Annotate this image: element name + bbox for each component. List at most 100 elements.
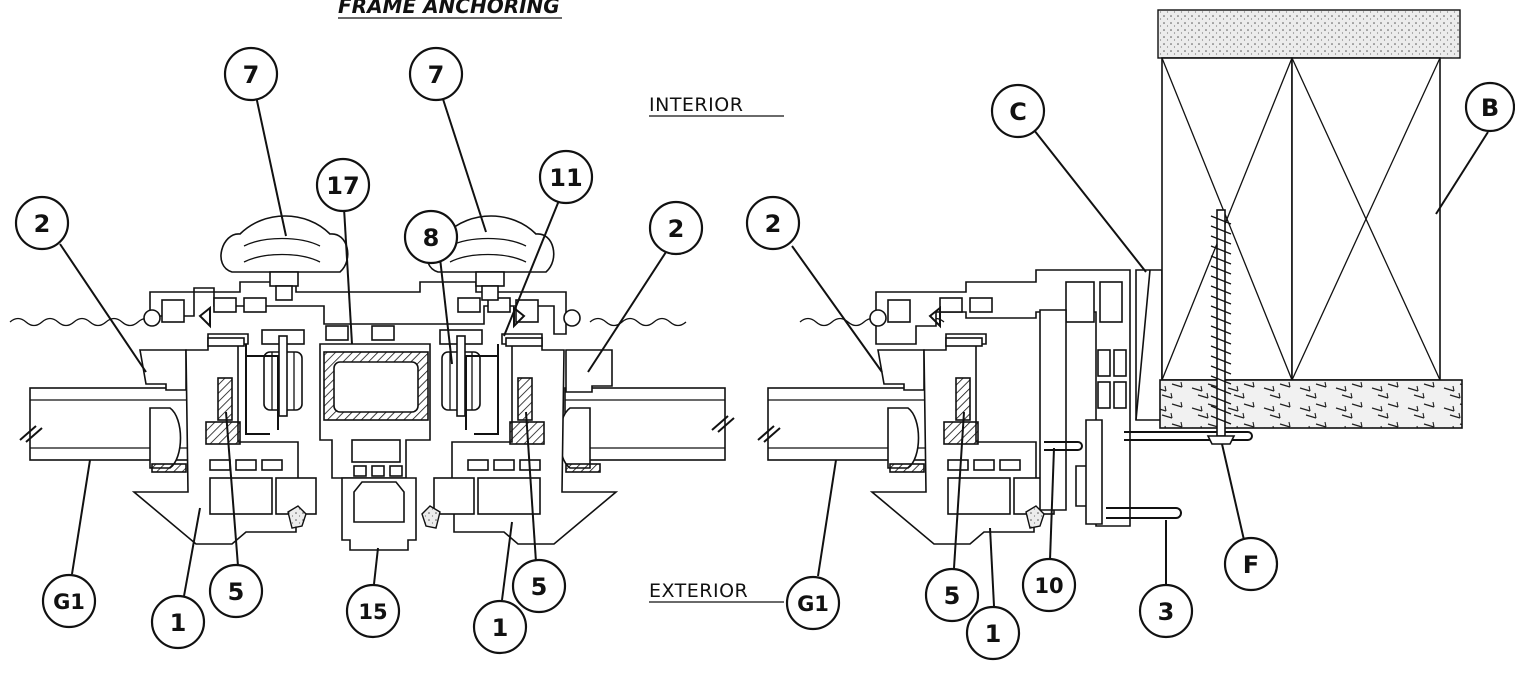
glass-right	[564, 387, 735, 461]
left-assembly	[9, 215, 735, 551]
interior-label: INTERIOR	[649, 94, 743, 116]
svg-text:5: 5	[531, 573, 548, 601]
svg-text:2: 2	[668, 215, 685, 243]
reinforcement-right	[517, 377, 533, 421]
callout-5a: 5	[208, 563, 264, 619]
callout-1c: 1	[965, 605, 1021, 661]
brush-seal-right	[421, 505, 441, 529]
svg-text:F: F	[1243, 551, 1259, 579]
svg-text:8: 8	[423, 224, 440, 252]
handle-right	[426, 215, 555, 301]
reinforcement-left	[217, 377, 233, 421]
fin-10	[1044, 441, 1083, 451]
callout-1b: 1	[472, 599, 528, 655]
handle-left	[220, 215, 349, 301]
svg-text:11: 11	[549, 164, 582, 192]
callout-7b: 7	[408, 46, 464, 102]
side-labels: INTERIOR EXTERIOR	[649, 94, 784, 603]
glass-spacer-left	[149, 407, 182, 469]
svg-text:B: B	[1481, 94, 1499, 122]
svg-text:10: 10	[1034, 574, 1063, 598]
wall-line-left	[9, 317, 155, 327]
callout-g1b: G1	[785, 575, 841, 631]
leader-c	[1033, 129, 1147, 273]
leader-17	[343, 207, 353, 345]
callout-bubbles: 7 7 17 11 8 2 2 2 G1 G1 1 1 1 5 5 5 15 1…	[14, 46, 1515, 661]
leader-5a	[225, 411, 239, 567]
leader-b	[1435, 131, 1489, 215]
callout-10: 10	[1021, 557, 1077, 613]
wall-stud	[1157, 9, 1463, 429]
leader-2c	[791, 245, 883, 373]
diagram-title: FRAME ANCHORING	[338, 0, 560, 18]
brush-seal-ra	[1025, 505, 1045, 529]
leader-2b	[587, 251, 667, 373]
callout-2b: 2	[648, 200, 704, 256]
leader-15	[373, 547, 379, 585]
leader-g1a	[71, 459, 91, 575]
anchor-screw	[1206, 209, 1236, 445]
top-plate	[1157, 9, 1461, 59]
glazing-bead-left	[139, 349, 187, 391]
brush-seal-left	[287, 505, 307, 529]
callout-5b: 5	[511, 558, 567, 614]
svg-text:3: 3	[1158, 598, 1175, 626]
sash-hook-left	[245, 344, 279, 435]
glass-spacer-right	[558, 407, 591, 469]
svg-text:5: 5	[228, 578, 245, 606]
callout-11: 11	[538, 149, 594, 205]
leader-7b	[441, 95, 487, 233]
leader-f	[1221, 443, 1245, 541]
roller-right	[439, 329, 483, 417]
svg-text:1: 1	[492, 614, 509, 642]
callout-15: 15	[345, 583, 401, 639]
svg-text:2: 2	[765, 210, 782, 238]
callout-7a: 7	[223, 46, 279, 102]
wood-sill	[1159, 379, 1463, 429]
sash-hook-right	[465, 344, 499, 435]
callout-5c: 5	[924, 567, 980, 623]
leader-g1b	[817, 459, 837, 577]
wall-line-right	[589, 317, 687, 327]
callout-b: B	[1464, 81, 1515, 133]
callout-2a: 2	[14, 195, 70, 251]
leader-7a	[255, 95, 287, 237]
svg-text:2: 2	[34, 210, 51, 238]
svg-text:7: 7	[243, 61, 260, 89]
svg-text:15: 15	[358, 600, 387, 624]
leader-1c	[989, 527, 995, 607]
callout-f: F	[1223, 536, 1279, 592]
setting-block-right	[565, 463, 601, 473]
leader-5c	[953, 411, 965, 569]
leader-10	[1049, 447, 1055, 561]
leader-8	[439, 257, 453, 365]
callout-2c: 2	[745, 195, 801, 251]
callout-8: 8	[403, 209, 459, 265]
callout-1a: 1	[150, 594, 206, 650]
callout-3: 3	[1138, 583, 1194, 639]
shim-c	[1135, 269, 1163, 421]
svg-text:G1: G1	[797, 592, 829, 616]
svg-text:17: 17	[326, 172, 359, 200]
leader-2a	[59, 243, 147, 373]
callout-c: C	[990, 83, 1046, 139]
svg-text:1: 1	[985, 620, 1002, 648]
title-group: FRAME ANCHORING	[338, 0, 562, 19]
svg-text:1: 1	[170, 609, 187, 637]
setting-block-left	[151, 463, 187, 473]
leader-lines	[59, 95, 1489, 607]
glazing-bead-ra	[877, 349, 925, 391]
callout-g1a: G1	[41, 573, 97, 629]
svg-text:7: 7	[428, 61, 445, 89]
leader-1a	[183, 507, 201, 597]
leader-1b	[501, 521, 513, 601]
exterior-label: EXTERIOR	[649, 580, 748, 602]
svg-text:G1: G1	[53, 590, 85, 614]
leader-5b	[525, 411, 537, 563]
glass-right-assembly	[757, 387, 939, 473]
svg-text:C: C	[1009, 98, 1027, 126]
callout-17: 17	[315, 157, 371, 213]
leader-11	[503, 197, 561, 337]
upper-track	[149, 281, 567, 335]
